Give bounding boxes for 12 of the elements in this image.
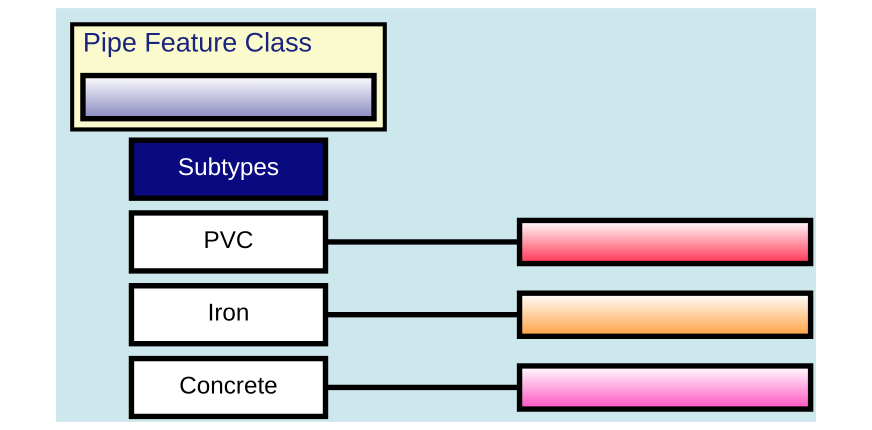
cluster: Pipe Feature Class [70, 22, 387, 132]
node-box: Subtypes [128, 138, 328, 201]
node-bar [516, 290, 814, 339]
node-box: PVC [128, 210, 328, 274]
connector [326, 312, 520, 318]
node-bar [80, 72, 377, 122]
connector [326, 384, 520, 390]
node-bar [516, 363, 814, 412]
connector [326, 239, 520, 245]
node-box: Iron [128, 283, 328, 346]
node-box: Concrete [128, 356, 328, 420]
node-bar [516, 218, 814, 266]
